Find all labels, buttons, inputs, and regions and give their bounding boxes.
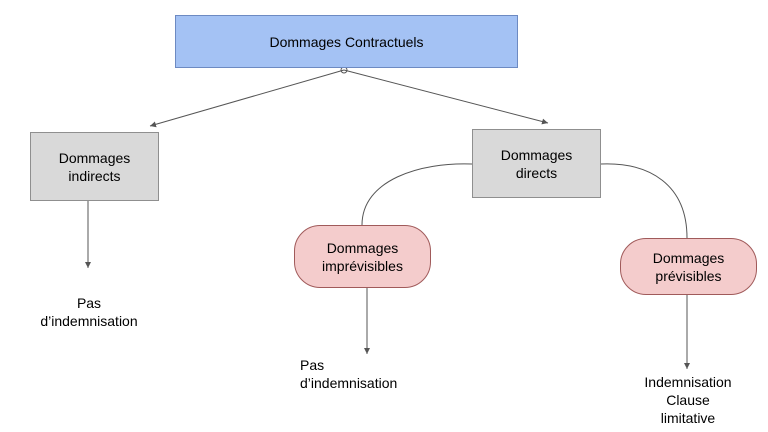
foreseeable-outcome-text: Indemnisation Clause limitative	[633, 373, 743, 427]
unforeseeable-damages-line1: Dommages	[326, 239, 399, 256]
curve-direct-to-unforeseeable	[361, 163, 473, 226]
direct-damages-node: Dommages directs	[472, 129, 601, 198]
unforeseeable-damages-line2: imprévisibles	[322, 257, 403, 274]
unforeseeable-damages-node: Dommages imprévisibles	[294, 225, 431, 288]
arrow-root-to-indirect	[149, 69, 345, 128]
foreseeable-outcome-line2: Clause	[666, 392, 710, 408]
root-node: Dommages Contractuels	[175, 15, 518, 68]
unforeseeable-outcome-line2: d’indemnisation	[300, 375, 398, 391]
indirect-damages-line1: Dommages	[58, 149, 131, 166]
foreseeable-damages-text: Dommages prévisibles	[653, 249, 725, 285]
foreseeable-damages-line2: prévisibles	[655, 267, 722, 284]
unforeseeable-outcome-line1: Pas	[300, 357, 325, 373]
foreseeable-outcome-line3: limitative	[660, 410, 716, 426]
foreseeable-damages-line1: Dommages	[652, 249, 725, 266]
indirect-outcome-line2: d’indemnisation	[40, 313, 138, 329]
curve-direct-to-foreseeable	[600, 163, 688, 239]
unforeseeable-outcome-text: Pas d’indemnisation	[300, 356, 430, 392]
root-node-label: Dommages Contractuels	[269, 33, 424, 50]
direct-damages-text: Dommages directs	[501, 146, 573, 182]
indirect-damages-node: Dommages indirects	[30, 132, 159, 201]
arrow-root-to-direct	[343, 69, 549, 125]
indirect-damages-text: Dommages indirects	[59, 149, 131, 185]
unforeseeable-damages-text: Dommages imprévisibles	[322, 239, 403, 275]
foreseeable-damages-node: Dommages prévisibles	[620, 238, 757, 295]
indirect-outcome-text: Pas d’indemnisation	[34, 294, 144, 330]
indirect-outcome-line1: Pas	[76, 295, 102, 311]
indirect-damages-line2: indirects	[68, 167, 121, 184]
direct-damages-line1: Dommages	[500, 146, 573, 163]
direct-damages-line2: directs	[515, 164, 558, 181]
foreseeable-outcome-line1: Indemnisation	[644, 374, 732, 390]
